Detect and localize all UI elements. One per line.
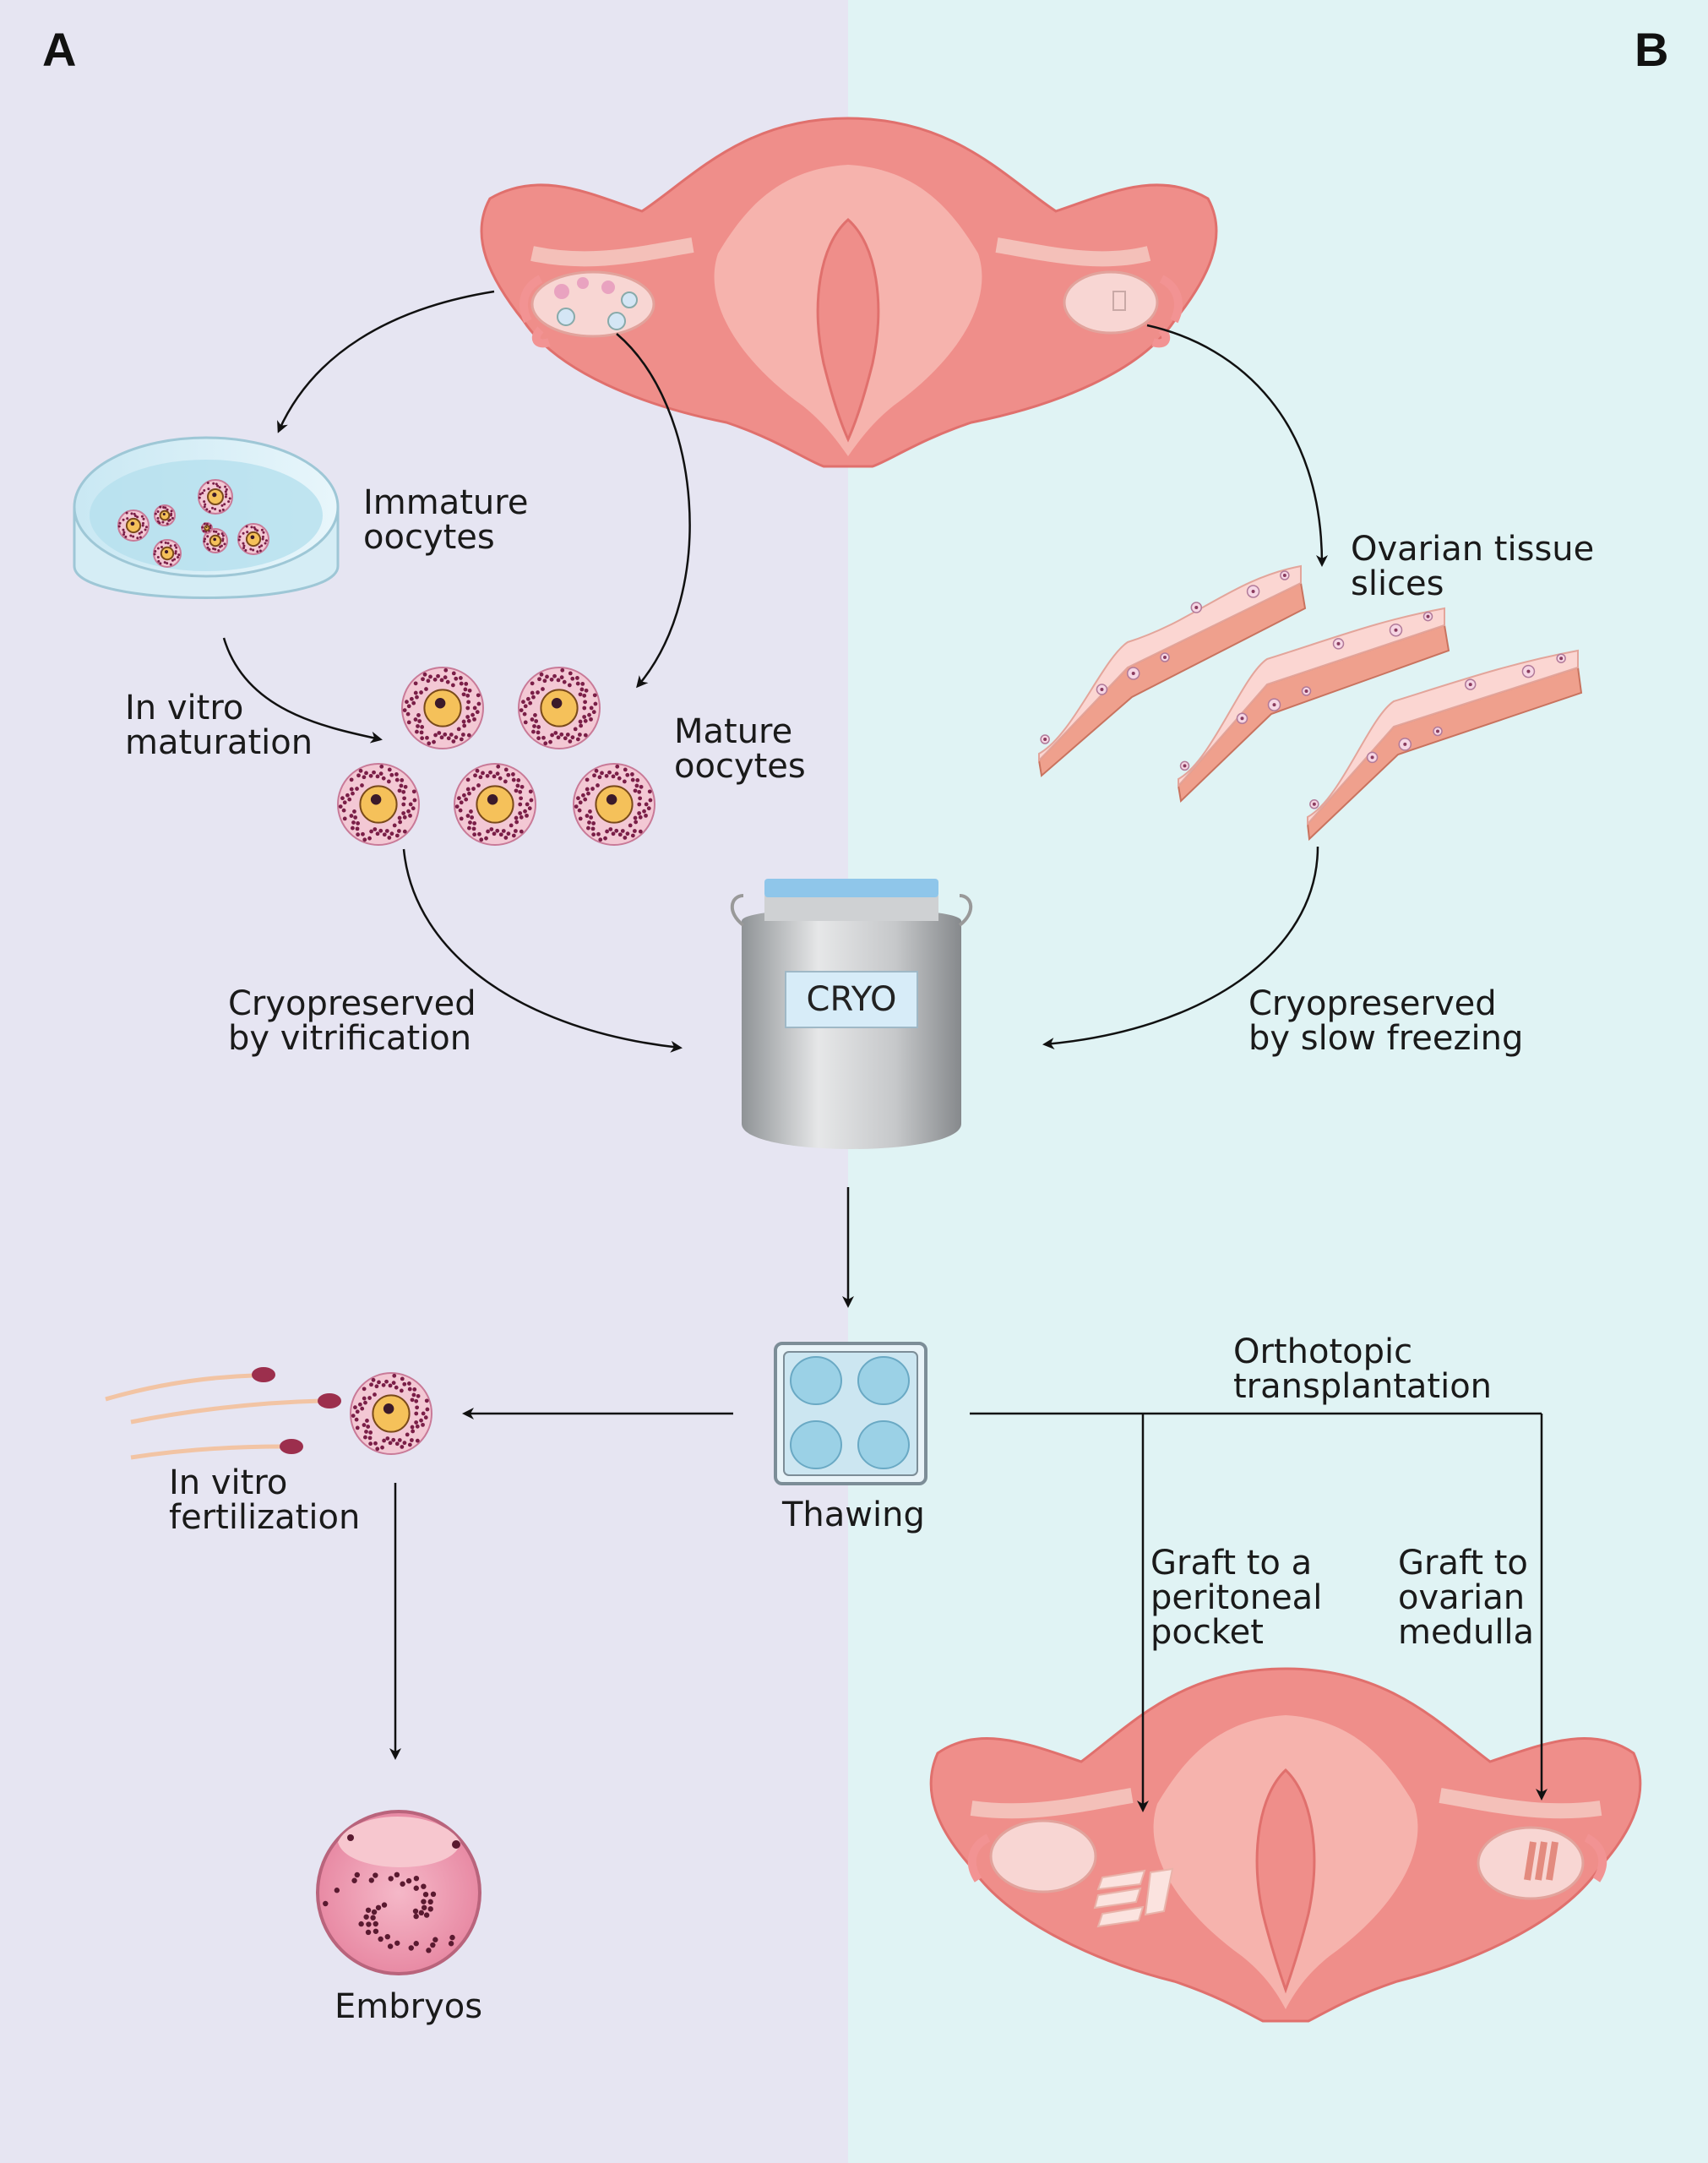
uterus-bottom-illustration: [929, 1667, 1642, 2023]
ovary-right: [1063, 270, 1159, 335]
arrow-slow-freezing: [1042, 846, 1319, 1050]
oocyte: [573, 763, 655, 846]
panel-label-a: A: [42, 23, 77, 76]
oocyte: [518, 667, 601, 749]
embryo-illustration: [316, 1810, 481, 1975]
thawing-well-plate: [774, 1342, 927, 1485]
mature-oocytes-group: [337, 667, 655, 846]
oocyte: [237, 523, 269, 555]
cryo-tank-lid: [764, 879, 938, 897]
label-thawing: Thawing: [782, 1496, 925, 1534]
cryo-label-box: [785, 971, 918, 1028]
cryo-tank-label: CRYO: [806, 980, 897, 1019]
ivf-sperm-and-oocyte: [105, 1367, 432, 1460]
arrow-ovary-to-tissue: [1146, 324, 1328, 567]
petri-dish-immature-oocytes: [73, 436, 340, 599]
oocyte: [401, 667, 484, 749]
oocyte: [201, 522, 213, 534]
oocyte: [153, 539, 182, 568]
arrow-ovary-to-mature: [616, 333, 691, 689]
oocyte: [203, 528, 228, 553]
label-embryos: Embryos: [335, 1987, 483, 2026]
oocyte: [117, 509, 150, 542]
oocyte: [337, 763, 420, 846]
flow-arrows: [222, 290, 1548, 1812]
oocyte: [154, 504, 176, 526]
ovary-bottom-left: [989, 1819, 1097, 1893]
panel-label-b: B: [1635, 23, 1669, 76]
ovarian-tissue-slices: [1037, 564, 1583, 842]
oocyte: [350, 1372, 432, 1455]
arrow-vitrification: [402, 848, 683, 1053]
arrow-ovary-to-dish: [277, 290, 495, 433]
oocyte: [454, 763, 536, 846]
oocyte: [198, 479, 233, 515]
peritoneal-grafts: [1093, 1867, 1174, 1928]
cryo-tank: [730, 879, 973, 1149]
uterus-top-illustration: [480, 117, 1218, 468]
arrow-ivm: [222, 637, 383, 744]
